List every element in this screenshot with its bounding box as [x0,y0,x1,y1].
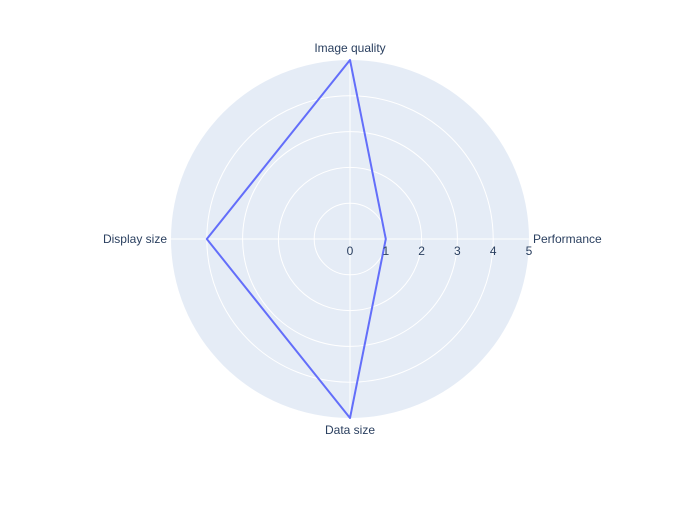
radial-tick-label: 3 [454,244,461,258]
category-label: Display size [103,232,167,246]
radial-tick-label: 2 [418,244,425,258]
radial-tick-label: 4 [490,244,497,258]
radial-tick-label: 1 [382,244,389,258]
radial-tick-label: 5 [526,244,533,258]
category-label: Data size [325,423,375,437]
radial-tick-label: 0 [347,244,354,258]
category-label: Performance [533,232,602,246]
category-label: Image quality [314,41,385,55]
